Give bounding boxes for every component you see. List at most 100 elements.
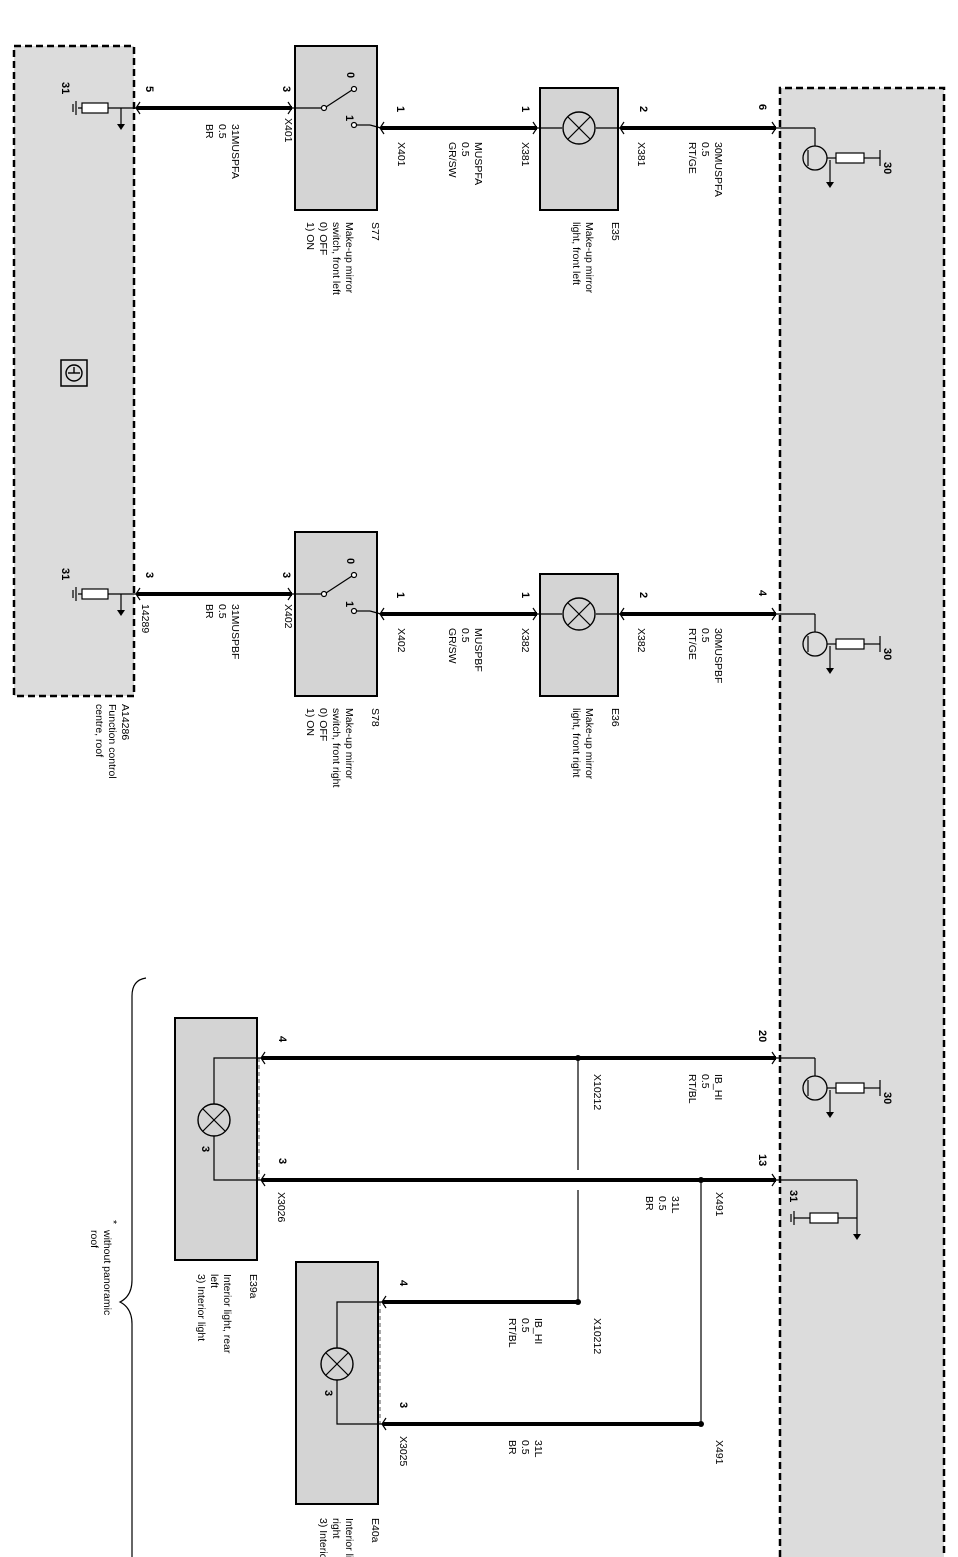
s78-pin-1: 1 — [394, 592, 406, 598]
svg-text:Make-up mirror: Make-up mirror — [583, 222, 595, 294]
module-right-pin-20: 20 — [756, 1030, 768, 1042]
switch-s78: 0 1 — [292, 531, 382, 697]
svg-text:Make-up mirror: Make-up mirror — [343, 222, 355, 294]
svg-text:RT/GE: RT/GE — [686, 628, 698, 660]
lamp-e35 — [537, 87, 621, 211]
svg-text:31L: 31L — [532, 1440, 544, 1458]
svg-text:0.5: 0.5 — [459, 142, 471, 157]
lamp-e36 — [537, 573, 621, 697]
svg-text:0.5: 0.5 — [699, 142, 711, 157]
wire-label-w10: 31L 0.5 BR — [506, 1440, 544, 1458]
module-right-supply-20 — [776, 1057, 881, 1118]
module-left-ground-label-1: 31 — [59, 82, 71, 94]
lamp-icon — [562, 597, 596, 631]
module-right-ground-13 — [776, 1179, 861, 1240]
lamp-icon — [562, 111, 596, 145]
svg-text:BR: BR — [203, 604, 215, 619]
svg-text:right: right — [330, 1518, 342, 1539]
svg-text:1) ON: 1) ON — [304, 708, 316, 736]
module-a14286: 31 31 5 3 14289 A14286 Function control … — [12, 44, 155, 779]
lamp-icon — [320, 1347, 354, 1381]
panoramic-roof-bracket — [118, 977, 147, 1557]
supply-label-1: 30 — [881, 162, 893, 174]
svg-text:0.5: 0.5 — [699, 1074, 711, 1089]
module-right-pin-13: 13 — [756, 1154, 768, 1166]
e35-conn-a: X381 — [519, 142, 531, 167]
supply-label-3: 30 — [881, 1092, 893, 1104]
svg-text:RT/GE: RT/GE — [686, 142, 698, 174]
wire-label-w9: IB_HI 0.5 RT/BL — [506, 1318, 544, 1348]
svg-text:0: 0 — [344, 558, 356, 564]
e40a-pin-3: 3 — [397, 1402, 409, 1408]
lamp-icon — [197, 1103, 231, 1137]
splice-x491-b: X491 — [713, 1440, 725, 1465]
e35-pin-2: 2 — [637, 106, 649, 112]
interior-light-e39a: 3 — [174, 1017, 262, 1261]
svg-text:0.5: 0.5 — [519, 1440, 531, 1455]
splice-x10212-b: X10212 — [591, 1318, 603, 1354]
e35-conn-b: X381 — [635, 142, 647, 167]
module-ground-2 — [72, 587, 137, 616]
svg-text:BR: BR — [203, 124, 215, 139]
svg-text:GR/SW: GR/SW — [446, 142, 458, 178]
svg-text:31MUSPFA: 31MUSPFA — [229, 124, 241, 179]
e39a-label: E39a Interior light, rear left 3) Interi… — [195, 1274, 259, 1354]
svg-text:light, front left: light, front left — [570, 222, 582, 285]
module-left-label: A14286 Function control centre, roof — [93, 704, 131, 779]
s78-conn-out: X402 — [395, 628, 407, 653]
module-right-supply-6 — [776, 127, 881, 188]
e36-pin-1: 1 — [519, 592, 531, 598]
svg-text:31MUSPBF: 31MUSPBF — [229, 604, 241, 659]
svg-text:S77: S77 — [369, 222, 381, 241]
e36-label: E36 Make-up mirror light, front right — [570, 708, 621, 780]
wires — [135, 101, 777, 1431]
interior-light-e40a: 3 — [295, 1261, 383, 1505]
e40a-label: E40a Interior light, rear right 3) Inter… — [317, 1518, 381, 1557]
svg-text:30MUSPBF: 30MUSPBF — [712, 628, 724, 683]
module-right-supply-4 — [776, 613, 881, 674]
e35-pin-1: 1 — [519, 106, 531, 112]
svg-text:E39a: E39a — [247, 1274, 259, 1299]
e39a-conn: X3026 — [275, 1192, 287, 1223]
module-left-pin-3: 3 — [143, 572, 155, 578]
svg-text:3: 3 — [199, 1146, 211, 1152]
s77-label: S77 Make-up mirror switch, front left 0)… — [304, 222, 381, 295]
svg-text:RT/BL: RT/BL — [686, 1074, 698, 1104]
svg-text:E40a: E40a — [369, 1518, 381, 1543]
supply-label-2: 30 — [881, 648, 893, 660]
svg-text:IB_HI: IB_HI — [712, 1074, 724, 1100]
s78-label: S78 Make-up mirror switch, front right 0… — [304, 708, 381, 787]
svg-text:3) Interior light: 3) Interior light — [317, 1518, 329, 1557]
e40a-conn: X3025 — [397, 1436, 409, 1467]
svg-text:BR: BR — [643, 1196, 655, 1211]
svg-text:0.5: 0.5 — [519, 1318, 531, 1333]
s77-conn-out: X401 — [395, 142, 407, 167]
svg-text:0.5: 0.5 — [216, 604, 228, 619]
wire-label-w8: 31L 0.5 BR — [643, 1196, 681, 1214]
svg-text:left: left — [208, 1274, 220, 1288]
svg-text:*: * — [107, 1220, 119, 1224]
e36-conn-b: X382 — [635, 628, 647, 653]
e35-label: E35 Make-up mirror light, front left — [570, 222, 621, 294]
wire-label-w2: MUSPFA 0.5 GR/SW — [446, 142, 484, 185]
svg-text:0) OFF: 0) OFF — [317, 708, 329, 741]
module-left-ground-label-2: 31 — [59, 568, 71, 580]
svg-text:3) Interior light: 3) Interior light — [195, 1274, 207, 1341]
e39a-pin-3: 3 — [276, 1158, 288, 1164]
wire-label-w6: 30MUSPBF 0.5 RT/GE — [686, 628, 724, 683]
bracket-note: * without panoramic roof — [88, 1220, 119, 1315]
module-right-pin-6: 6 — [756, 104, 768, 110]
svg-text:RT/BL: RT/BL — [506, 1318, 518, 1348]
module-left-pin-5: 5 — [143, 86, 155, 92]
module-left-connector: 14289 — [139, 604, 151, 633]
svg-text:31L: 31L — [669, 1196, 681, 1214]
svg-text:BR: BR — [506, 1440, 518, 1455]
splice-x10212-a: X10212 — [591, 1074, 603, 1110]
e40a-pin-4: 4 — [397, 1280, 409, 1287]
svg-text:Function control: Function control — [106, 704, 118, 779]
switch-s77: 0 1 — [292, 45, 382, 211]
svg-text:0.5: 0.5 — [216, 124, 228, 139]
module-ground-1 — [72, 101, 137, 130]
svg-text:3: 3 — [322, 1390, 334, 1396]
